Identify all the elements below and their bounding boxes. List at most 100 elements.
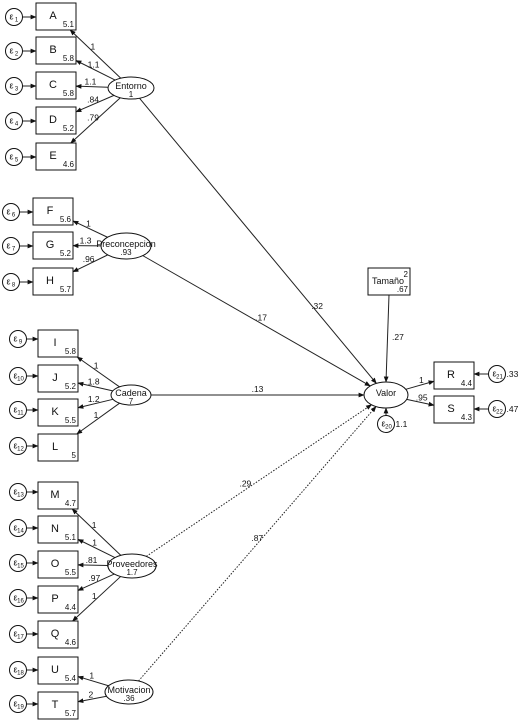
loading-arrow (75, 83, 109, 89)
observed-variable-box (35, 142, 77, 171)
observed-variable-box (32, 197, 74, 226)
error-term-subscript: 21 (496, 375, 503, 381)
error-term-subscript: 12 (17, 447, 24, 453)
latent-variable-variance: 1.7 (126, 568, 138, 577)
observed-variable-label: P (51, 593, 58, 605)
observed-variable-label: D (49, 114, 57, 126)
path-coef: .13 (252, 384, 264, 394)
error-term-symbol: ε (9, 46, 13, 56)
observed-variable-intercept: 5.8 (65, 347, 77, 356)
observed-variable-intercept: 4.4 (461, 379, 473, 388)
error-term-circle (5, 8, 23, 26)
loading-arrow (77, 562, 109, 568)
observed-variable-box (37, 691, 79, 720)
error-term-symbol: ε (6, 241, 10, 251)
observed-variable-box (37, 481, 79, 510)
loading-coef: 1 (92, 591, 97, 601)
observed-variable-intercept: 5.2 (60, 249, 72, 258)
loading-coef: 2 (88, 689, 93, 699)
observed-variable-box (433, 395, 475, 424)
error-term-symbol: ε (13, 405, 17, 415)
loading-coef: 1 (86, 218, 91, 228)
loading-coef: .95 (416, 393, 428, 403)
loading-arrow (406, 398, 435, 407)
error-term-circle (2, 273, 20, 291)
error-term-circle (9, 695, 27, 713)
error-term-symbol: ε (9, 152, 13, 162)
error-term-symbol: ε (13, 558, 17, 568)
loading-arrow (72, 576, 121, 622)
loading-coef: .81 (86, 555, 98, 565)
structural-path (383, 294, 390, 383)
error-term-subscript: 5 (15, 158, 19, 164)
path-coef: .87 (251, 533, 263, 543)
loading-coef: 1 (92, 520, 97, 530)
loading-arrow (77, 695, 107, 704)
path-coef: .27 (392, 332, 404, 342)
loading-coef: 1 (91, 42, 96, 52)
observed-variable-intercept: 5.8 (63, 89, 75, 98)
observed-variable-box (35, 71, 77, 100)
error-term-symbol: ε (9, 12, 13, 22)
error-term-circle (9, 554, 27, 572)
loading-arrow (76, 356, 120, 388)
observed-variable-label: C (49, 79, 57, 91)
loading-coef: 1 (92, 538, 97, 548)
error-term-circle (9, 401, 27, 419)
latent-variable-variance: .36 (123, 694, 135, 703)
observed-variable-label: T (52, 699, 59, 711)
error-term-circle (9, 661, 27, 679)
error-term-subscript: 1 (15, 18, 19, 24)
path-coef: .17 (255, 312, 267, 322)
tamano-label: Tamaño (372, 276, 404, 286)
observed-variable-box (37, 364, 79, 393)
error-term-circle (2, 203, 20, 221)
loading-arrow (405, 380, 435, 390)
error-term-symbol: ε (13, 334, 17, 344)
observed-variable-intercept: 5.1 (63, 20, 75, 29)
loading-coef: 1.8 (88, 377, 100, 387)
error-term-subscript: 15 (17, 564, 24, 570)
latent-variable-variance: 1 (129, 90, 134, 99)
tamano-variance: .67 (397, 285, 409, 294)
loading-arrow (77, 398, 114, 409)
observed-variable-box (32, 231, 74, 260)
error-term-symbol: ε (13, 593, 17, 603)
error-term-subscript: 10 (17, 377, 24, 383)
error-term-symbol: ε (9, 116, 13, 126)
loading-coef: .84 (87, 94, 99, 104)
error-term-symbol: ε (9, 81, 13, 91)
observed-variable-box (32, 267, 74, 296)
observed-variable-label: E (49, 150, 56, 162)
error-term-subscript: 2 (15, 52, 19, 58)
path-coef: .29 (239, 479, 251, 489)
structural-path (142, 255, 371, 387)
observed-variable-intercept: 5.2 (65, 382, 77, 391)
observed-variable-box (35, 36, 77, 65)
error-term-circle (5, 112, 23, 130)
error-term-symbol: ε (381, 419, 385, 429)
error-term-symbol: ε (13, 629, 17, 639)
structural-path (146, 404, 372, 557)
observed-variable-intercept: 4.3 (461, 413, 473, 422)
loading-arrow (72, 254, 108, 273)
observed-variable-intercept: 5.7 (60, 285, 72, 294)
observed-variable-intercept: 5.5 (65, 568, 77, 577)
observed-variable-label: U (51, 664, 59, 676)
error-term-symbol: ε (6, 207, 10, 217)
observed-variable-intercept: 4.4 (65, 603, 77, 612)
observed-variable-label: B (49, 44, 56, 56)
loading-arrow (77, 381, 113, 392)
observed-variable-box (37, 620, 79, 649)
loading-arrow (71, 508, 122, 556)
error-term-subscript: 17 (17, 635, 24, 641)
observed-variable-intercept: 4.7 (65, 499, 77, 508)
observed-variable-label: I (53, 337, 56, 349)
tamano-box (367, 267, 411, 296)
latent-variable-label: Entorno (115, 81, 147, 91)
observed-variable-box (37, 656, 79, 685)
error-term-symbol: ε (492, 404, 496, 414)
loading-coef: 1.3 (80, 236, 92, 246)
path-coef: .32 (311, 301, 323, 311)
error-term-symbol: ε (13, 523, 17, 533)
